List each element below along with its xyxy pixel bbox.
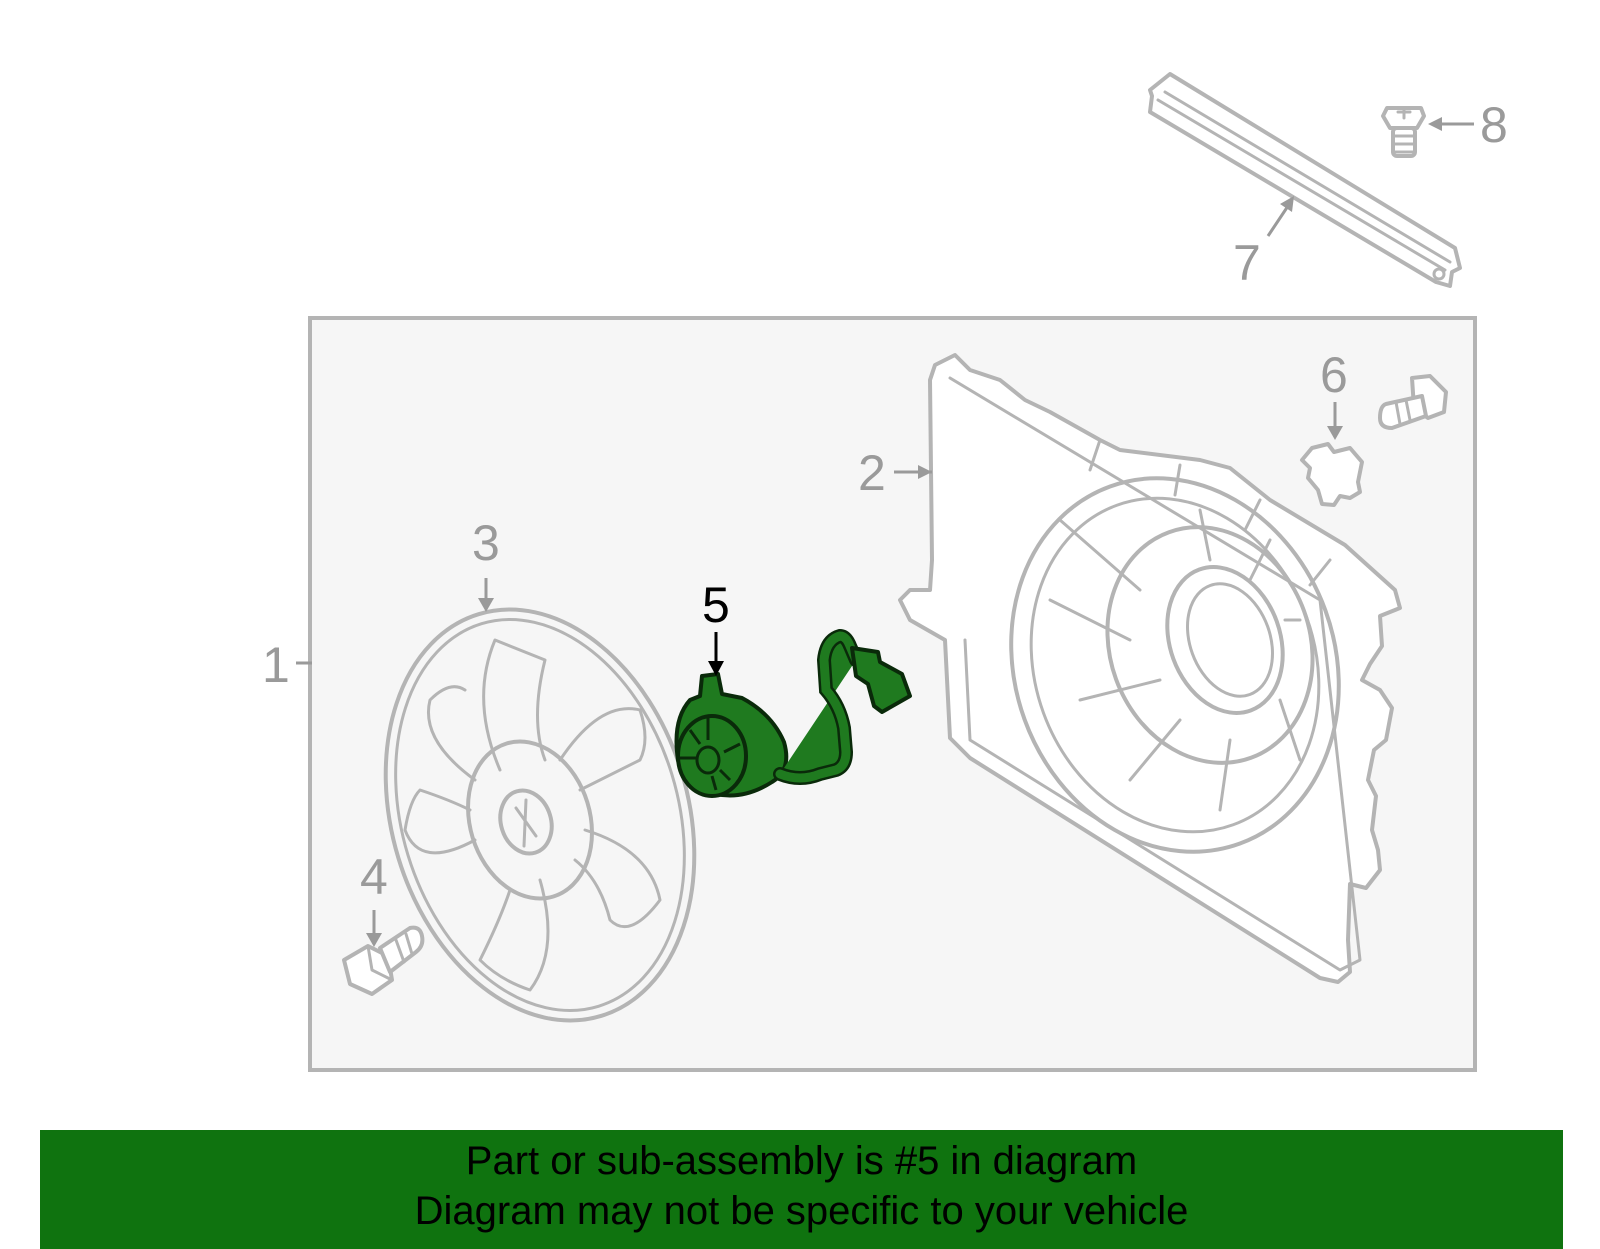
callout-5: 5: [702, 577, 730, 633]
info-banner: Part or sub-assembly is #5 in diagram Di…: [40, 1130, 1563, 1249]
bolt-part-6: [1378, 374, 1448, 430]
upper-bracket-part-7: [1148, 72, 1462, 288]
callout-6: 6: [1320, 347, 1348, 403]
clip-part-6: [1300, 442, 1364, 507]
callout-7: 7: [1233, 235, 1261, 291]
callout-3: 3: [472, 515, 500, 571]
callout-2: 2: [858, 445, 886, 501]
screw-part-8: [1381, 106, 1426, 158]
fan-motor-part-5: [674, 628, 912, 798]
callout-4: 4: [360, 849, 388, 905]
bolt-part-4: [342, 925, 425, 996]
callout-1: 1: [262, 637, 290, 693]
parts-diagram: 1 2 3 4 5 6 7 8: [262, 72, 1508, 1072]
leader-lines: [296, 117, 1474, 947]
fan-shroud-part-2: [898, 353, 1402, 984]
callout-8: 8: [1480, 97, 1508, 153]
banner-line-disclaimer: Diagram may not be specific to your vehi…: [414, 1189, 1189, 1233]
banner-line-part-number: Part or sub-assembly is #5 in diagram: [465, 1139, 1138, 1183]
